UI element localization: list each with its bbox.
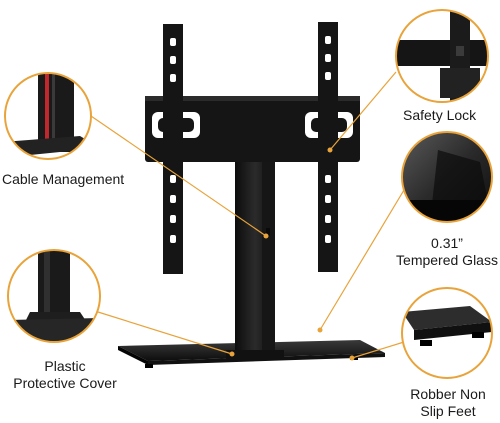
label-cover-line2: Protective Cover [13, 375, 117, 391]
callout-leader-lines [90, 71, 405, 359]
foot [145, 364, 153, 368]
label-feet-line1: Robber Non [410, 386, 486, 402]
callout-markers [229, 147, 355, 361]
label-safety-lock: Safety Lock [403, 107, 476, 124]
vesa-arm-left [163, 24, 183, 274]
label-cover-line1: Plastic [44, 358, 86, 374]
label-cable-management: Cable Management [2, 171, 124, 188]
label-glass-thickness: 0.31” [431, 235, 463, 251]
label-glass-type: Tempered Glass [396, 252, 498, 268]
label-non-slip-feet: Robber Non Slip Feet [402, 386, 494, 420]
vesa-arm-right [318, 22, 338, 272]
label-cable-management-text: Cable Management [2, 171, 125, 187]
detail-safety-lock [395, 9, 489, 103]
label-tempered-glass: 0.31” Tempered Glass [396, 235, 498, 269]
detail-protective-cover [7, 249, 101, 343]
label-feet-line2: Slip Feet [420, 403, 476, 419]
label-protective-cover: Plastic Protective Cover [6, 358, 124, 392]
detail-non-slip-feet [401, 287, 493, 379]
label-safety-lock-text: Safety Lock [403, 107, 477, 123]
detail-cable-management [4, 72, 92, 160]
detail-tempered-glass [401, 131, 493, 223]
